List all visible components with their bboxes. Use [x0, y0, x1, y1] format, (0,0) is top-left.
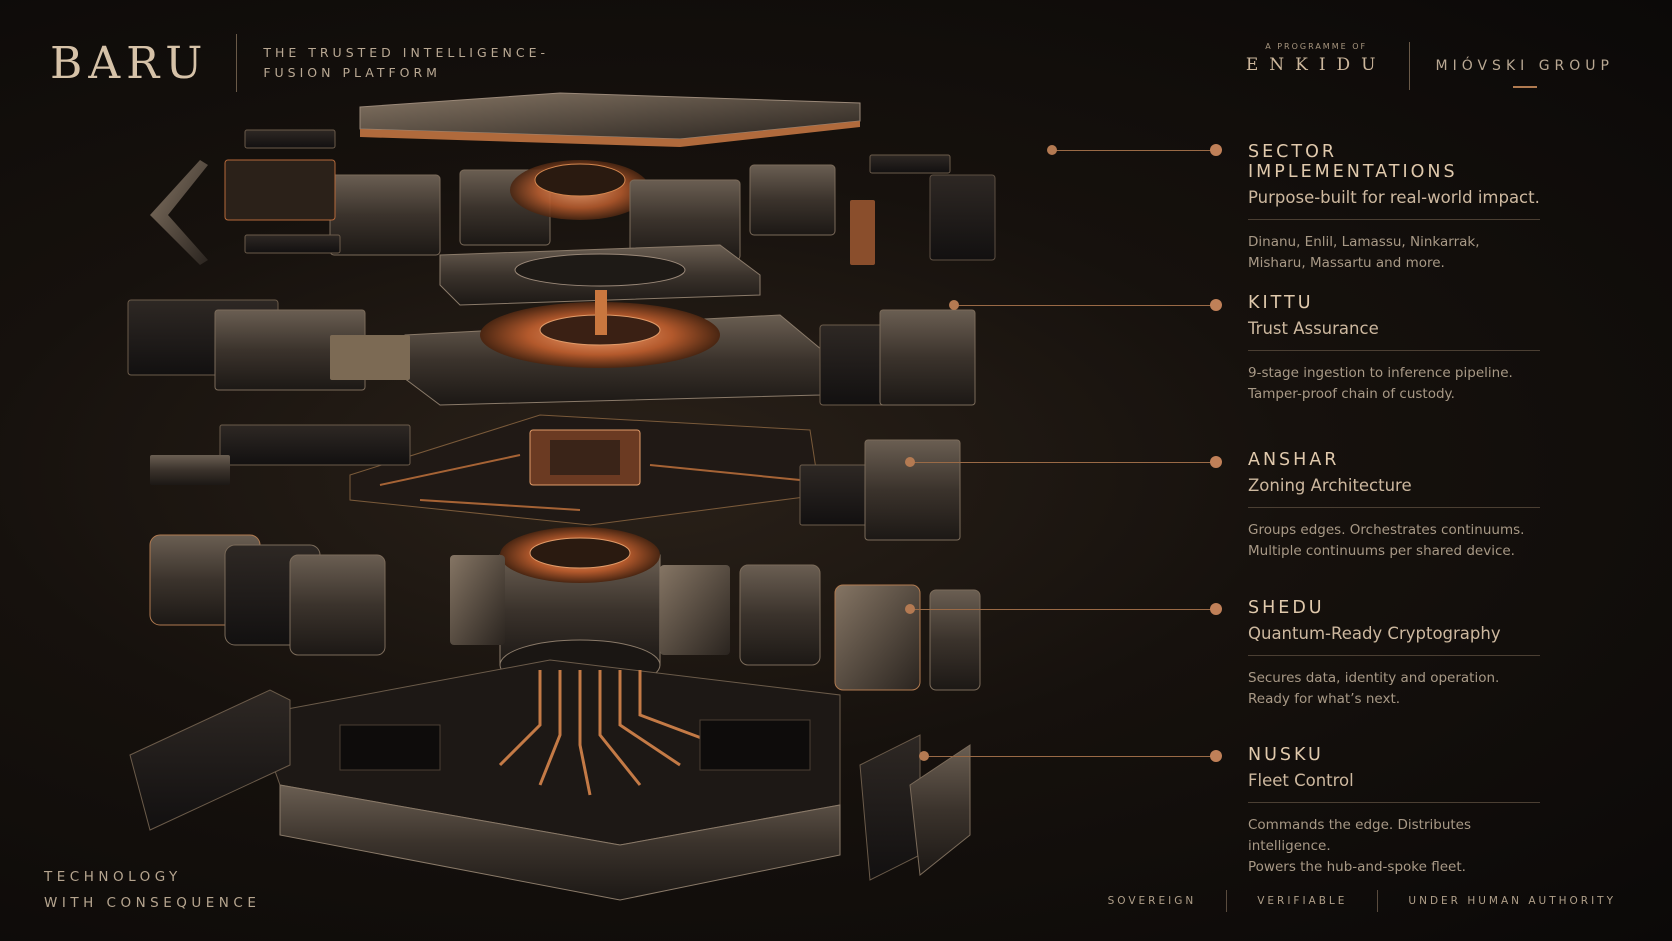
leader-line [1053, 150, 1216, 151]
leader-dot [1210, 144, 1222, 156]
leader-line [925, 756, 1216, 757]
description-line: Tamper-proof chain of custody. [1248, 386, 1455, 402]
description-line: Groups edges. Orchestrates continuums. [1248, 522, 1525, 538]
callout-title: ANSHAR [1248, 450, 1340, 470]
brand-logo: BARU [50, 37, 209, 89]
pillar-sovereign: SOVEREIGN [1107, 895, 1197, 907]
footer-slogan: TECHNOLOGY WITH CONSEQUENCE [44, 864, 260, 916]
callout-anshar: ANSHAR Zoning Architecture Groups edges.… [1248, 450, 1540, 562]
tagline-line: THE TRUSTED INTELLIGENCE- [263, 45, 550, 60]
programme-header: A PROGRAMME OF ENKIDU MIÓVSKI GROUP [1246, 42, 1614, 90]
leader-dot [1210, 299, 1222, 311]
description-line: Powers the hub-and-spoke fleet. [1248, 859, 1466, 875]
callout-subtitle: Quantum-Ready Cryptography [1248, 624, 1540, 656]
callout-title: SHEDU [1248, 598, 1325, 618]
callout-subtitle: Trust Assurance [1248, 319, 1540, 351]
leader-dot [1210, 750, 1222, 762]
programme-label: A PROGRAMME OF [1265, 42, 1368, 51]
divider [236, 34, 238, 92]
leader-line [911, 462, 1216, 463]
group-underline [1512, 86, 1537, 88]
leader-dot [1047, 145, 1057, 155]
leader-line [955, 305, 1216, 306]
leader-dot [1210, 456, 1222, 468]
callout-description: Dinanu, Enlil, Lamassu, Ninkarrak, Misha… [1248, 232, 1540, 274]
callout-nusku: NUSKU Fleet Control Commands the edge. D… [1248, 745, 1540, 878]
callout-description: Secures data, identity and operation. Re… [1248, 668, 1540, 710]
description-line: Commands the edge. Distributes intellige… [1248, 817, 1472, 854]
sector-modules-layer [150, 129, 996, 265]
cryptography-core-layer [149, 527, 981, 691]
trust-assurance-layer [439, 244, 761, 306]
description-line: Dinanu, Enlil, Lamassu, Ninkarrak, [1248, 234, 1480, 250]
description-line: 9-stage ingestion to inference pipeline. [1248, 365, 1513, 381]
leader-dot [919, 751, 929, 761]
divider [1377, 890, 1379, 912]
callout-title: NUSKU [1248, 745, 1324, 765]
brand-header: BARU THE TRUSTED INTELLIGENCE- FUSION PL… [50, 34, 549, 92]
programme-name: ENKIDU [1245, 55, 1387, 75]
description-line: Multiple continuums per shared device. [1248, 543, 1515, 559]
top-lid-layer [359, 92, 861, 147]
leader-line [911, 609, 1216, 610]
callout-title: KITTU [1248, 293, 1314, 313]
callout-shedu: SHEDU Quantum-Ready Cryptography Secures… [1248, 598, 1540, 710]
pillar-verifiable: VERIFIABLE [1257, 895, 1348, 907]
divider [1408, 42, 1410, 90]
core-tray-layer [127, 290, 976, 406]
callout-subtitle: Purpose-built for real-world impact. [1248, 188, 1540, 220]
description-line: Ready for what’s next. [1248, 691, 1401, 707]
leader-dot [949, 300, 959, 310]
callout-subtitle: Zoning Architecture [1248, 476, 1540, 508]
callout-subtitle: Fleet Control [1248, 771, 1540, 803]
leader-dot [905, 457, 915, 467]
tagline: THE TRUSTED INTELLIGENCE- FUSION PLATFOR… [263, 43, 549, 83]
callout-kittu: KITTU Trust Assurance 9-stage ingestion … [1248, 293, 1540, 405]
callout-description: Commands the edge. Distributes intellige… [1248, 815, 1540, 878]
description-line: Misharu, Massartu and more. [1248, 255, 1445, 271]
leader-dot [1210, 603, 1222, 615]
footer-pillars: SOVEREIGN VERIFIABLE UNDER HUMAN AUTHORI… [1108, 890, 1616, 912]
group-name: MIÓVSKI GROUP [1435, 58, 1614, 74]
callout-description: 9-stage ingestion to inference pipeline.… [1248, 363, 1540, 405]
programme-block: A PROGRAMME OF ENKIDU [1246, 42, 1387, 75]
tagline-line: FUSION PLATFORM [263, 65, 441, 80]
group-block: MIÓVSKI GROUP [1436, 42, 1615, 88]
leader-dot [905, 604, 915, 614]
fleet-control-base-layer [129, 659, 971, 901]
callout-description: Groups edges. Orchestrates continuums. M… [1248, 520, 1540, 562]
callout-title: SECTOR IMPLEMENTATIONS [1248, 142, 1458, 182]
exploded-hardware-illustration [127, 92, 996, 901]
slogan-line: WITH CONSEQUENCE [44, 895, 261, 911]
zoning-board-layer [150, 414, 961, 541]
pillar-human-authority: UNDER HUMAN AUTHORITY [1408, 895, 1616, 907]
divider [1226, 890, 1228, 912]
slogan-line: TECHNOLOGY [44, 869, 182, 885]
callout-sector-implementations: SECTOR IMPLEMENTATIONS Purpose-built for… [1248, 142, 1540, 274]
description-line: Secures data, identity and operation. [1248, 670, 1500, 686]
